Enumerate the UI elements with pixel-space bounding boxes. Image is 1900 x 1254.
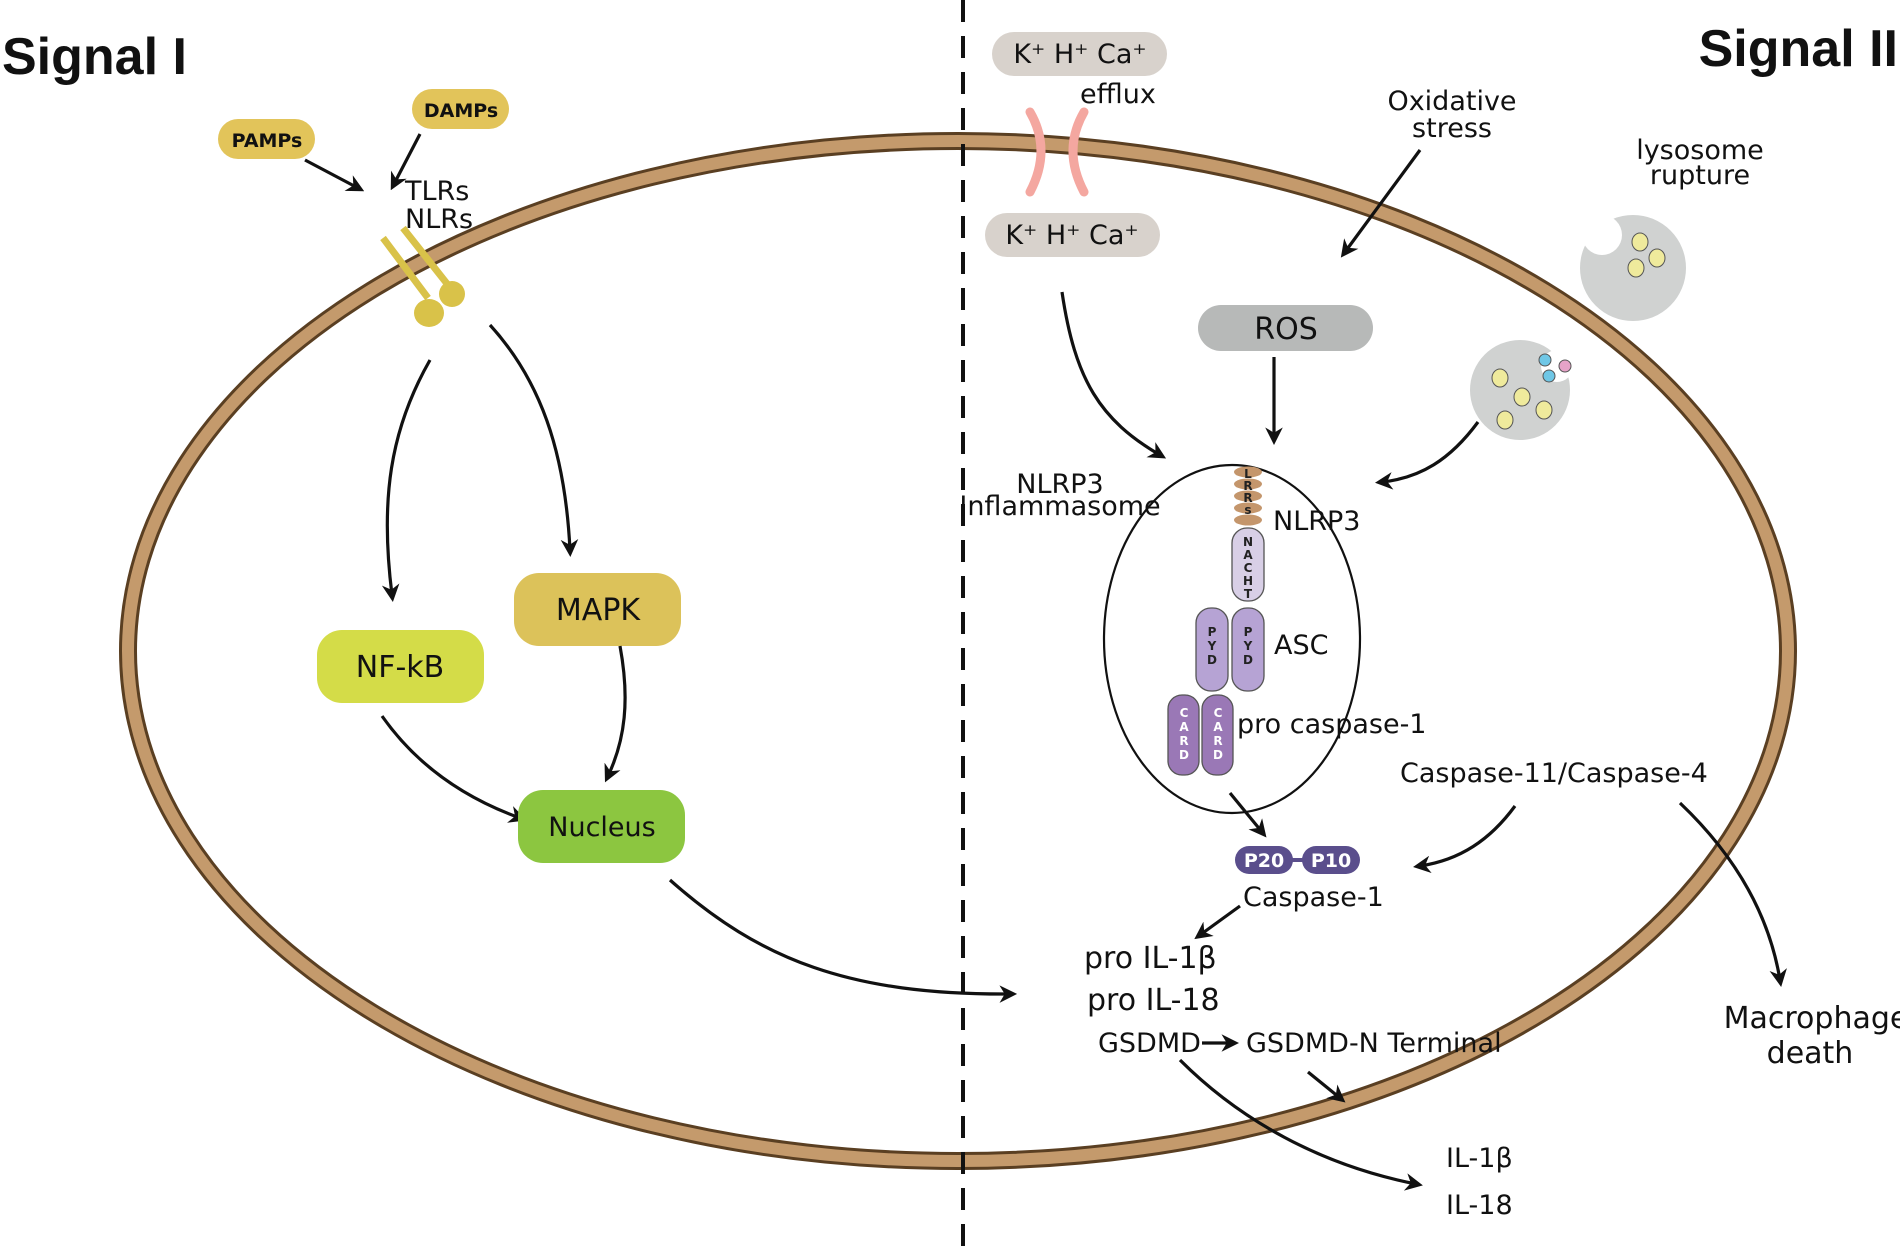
svg-text:P: P (1208, 625, 1217, 639)
il1b-label: IL-1β (1446, 1143, 1513, 1174)
n-terminal-to-membrane-arrow (1306, 1070, 1346, 1103)
ion-bottom-label: K⁺ H⁺ Ca⁺ (1005, 220, 1138, 251)
oxidative-stress-arrow (1340, 149, 1422, 258)
svg-text:A: A (1179, 720, 1189, 734)
svg-text:D: D (1179, 748, 1189, 762)
caspase1-label: Caspase-1 (1243, 882, 1384, 913)
pyd-domain-right: P Y D (1231, 607, 1265, 692)
svg-text:D: D (1207, 653, 1217, 667)
svg-text:D: D (1213, 748, 1223, 762)
damps-arrow (390, 133, 422, 191)
pro-caspase-label: pro caspase-1 (1237, 709, 1427, 740)
nucleus-label: Nucleus (548, 812, 655, 843)
pamps-label: PAMPs (232, 130, 303, 152)
cell-membrane-fill (122, 135, 1794, 1167)
macrophage-death-line2: death (1767, 1036, 1854, 1071)
arrow-to-nfkb (381, 359, 432, 602)
ros-label: ROS (1254, 312, 1318, 347)
card-domain-left: C A R D (1167, 694, 1200, 776)
svg-text:R: R (1179, 734, 1188, 748)
inflammasome-label-line1: NLRP3 (1016, 469, 1103, 500)
svg-text:H: H (1243, 574, 1253, 588)
pamps-badge (218, 119, 315, 159)
ion-to-inflammasome-arrow (1060, 291, 1167, 459)
il18-label: IL-18 (1446, 1190, 1513, 1221)
svg-text:N: N (1243, 535, 1253, 549)
oxidative-stress-line2: stress (1412, 113, 1492, 144)
lysosome-rupture-line1: lysosome (1636, 135, 1764, 166)
tlr-nlr-receptor-icon (380, 225, 465, 327)
caspase1-to-pro-il-arrow (1194, 904, 1241, 940)
mapk-to-nucleus-arrow (604, 645, 627, 783)
lysosome-to-inflammasome-arrow (1374, 421, 1480, 490)
nfkb-to-nucleus-arrow (380, 715, 527, 823)
macrophage-death-line1: Macrophage (1724, 1001, 1900, 1036)
p20-label: P20 (1244, 850, 1284, 872)
svg-text:R: R (1213, 734, 1222, 748)
signal-1-title: Signal I (2, 28, 187, 86)
ion-pill-top (992, 32, 1167, 76)
svg-text:R: R (1243, 491, 1252, 505)
signal-2-title: Signal II (1699, 20, 1898, 78)
svg-text:C: C (1180, 706, 1189, 720)
gsdmd-label: GSDMD (1098, 1028, 1201, 1059)
svg-text:C: C (1244, 561, 1253, 575)
svg-text:s: s (1244, 503, 1251, 517)
asc-label: ASC (1274, 630, 1328, 661)
caspase11-to-caspase1-arrow (1413, 805, 1517, 874)
ion-pill-bottom (985, 213, 1160, 257)
nucleus-to-pro-il-arrow (668, 878, 1018, 1003)
ros-box (1198, 305, 1373, 351)
nucleus-box (518, 790, 685, 863)
nfkb-label: NF-kB (356, 650, 444, 685)
pamps-arrow (304, 158, 365, 192)
nlrp3-label: NLRP3 (1273, 506, 1360, 537)
lysosome-rupture-icon (1580, 215, 1686, 321)
nlrs-label: NLRs (405, 204, 473, 235)
inflammasome-label-line2: Inflammasome (959, 491, 1160, 522)
p10-label: P10 (1311, 850, 1351, 872)
mapk-box (514, 573, 681, 646)
inflammasome-to-caspase1-arrow (1228, 791, 1267, 838)
svg-text:P: P (1244, 625, 1253, 639)
svg-text:L: L (1244, 467, 1252, 481)
lysosome-rupture-line2: rupture (1650, 160, 1750, 191)
tlrs-label: TLRs (404, 176, 469, 207)
nfkb-box (317, 630, 484, 703)
svg-text:Y: Y (1243, 639, 1253, 653)
arrow-to-mapk (488, 323, 579, 558)
ion-top-label: K⁺ H⁺ Ca⁺ (1013, 39, 1146, 70)
svg-text:A: A (1213, 720, 1223, 734)
ion-channel-icon (1025, 107, 1089, 197)
mapk-label: MAPK (556, 593, 641, 628)
lrr-domain: L R R s (1234, 466, 1262, 526)
caspase11-to-death-arrow (1678, 801, 1787, 987)
svg-text:Y: Y (1207, 639, 1217, 653)
lysosome-icon (1470, 340, 1573, 440)
efflux-label: efflux (1080, 79, 1156, 110)
caspase11-label: Caspase-11/Caspase-4 (1400, 758, 1708, 789)
caspase1-complex: P20 P10 (1235, 846, 1360, 874)
svg-text:D: D (1243, 653, 1253, 667)
damps-badge (412, 89, 509, 129)
pro-il18-label: pro IL-18 (1087, 983, 1220, 1018)
damps-label: DAMPs (424, 100, 498, 122)
svg-text:R: R (1243, 479, 1252, 493)
card-domain-right: C A R D (1201, 694, 1234, 776)
svg-text:A: A (1243, 548, 1253, 562)
oxidative-stress-line1: Oxidative (1387, 86, 1516, 117)
pyd-domain-left: P Y D (1195, 607, 1229, 692)
gsdmd-to-il-release-arrow (1178, 1058, 1423, 1191)
nacht-domain: N A C H T (1231, 527, 1265, 602)
svg-text:T: T (1244, 587, 1253, 601)
pro-il1b-label: pro IL-1β (1084, 941, 1217, 976)
svg-text:C: C (1214, 706, 1223, 720)
gsdmd-n-terminal-label: GSDMD-N Terminal (1246, 1028, 1502, 1059)
